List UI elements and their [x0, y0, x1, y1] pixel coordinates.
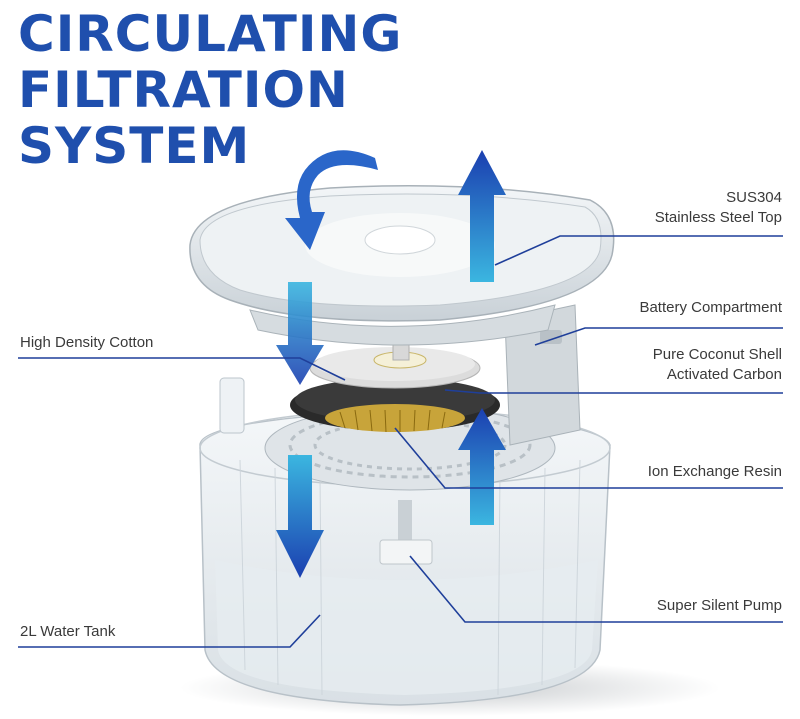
label-carbon-line-1: Pure Coconut Shell — [652, 346, 782, 363]
flow-arrows — [276, 150, 506, 578]
label-tank: 2L Water Tank — [20, 623, 116, 640]
activated-carbon-filter — [290, 378, 500, 433]
title-line-2: FILTRATION — [18, 61, 349, 119]
label-cotton: High Density Cotton — [20, 334, 154, 351]
label-battery: Battery Compartment — [639, 299, 782, 316]
up-arrow-icon — [458, 150, 506, 282]
cotton-filter — [309, 337, 481, 389]
diagram-title: CIRCULATING FILTRATION SYSTEM — [18, 6, 402, 174]
up-arrow-icon — [458, 408, 506, 525]
down-arrow-icon — [276, 455, 324, 578]
label-steel-top-line-2: Stainless Steel Top — [654, 209, 782, 226]
pump — [379, 500, 433, 565]
label-carbon: Pure Coconut Shell Activated Carbon — [653, 345, 782, 385]
leader-lines — [18, 235, 783, 648]
curved-arrow-icon — [285, 150, 378, 250]
label-steel-top-line-1: SUS304 — [726, 189, 782, 206]
title-line-1: CIRCULATING — [18, 5, 403, 63]
label-resin: Ion Exchange Resin — [647, 463, 782, 480]
label-steel-top: SUS304 Stainless Steel Top — [655, 188, 782, 228]
steel-top — [189, 184, 615, 346]
label-pump: Super Silent Pump — [656, 597, 782, 614]
down-arrow-icon — [276, 282, 324, 385]
label-carbon-line-2: Activated Carbon — [666, 366, 782, 383]
title-line-3: SYSTEM — [18, 117, 251, 175]
